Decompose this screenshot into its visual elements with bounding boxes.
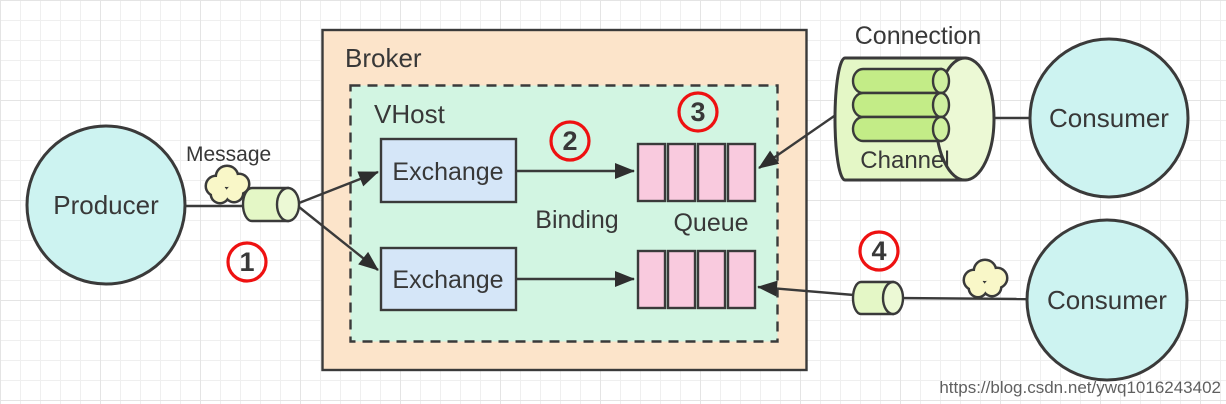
step-badge-4: 4 [858,230,900,272]
broker-label: Broker [345,43,422,73]
producer-node: Producer [25,124,187,286]
producer-label: Producer [53,190,159,220]
step-badge-1: 1 [226,241,268,283]
consumer-node-top: Consumer [1028,37,1190,199]
consumer-circle [1028,37,1190,199]
edge-message-to-exchange-bottom [298,206,379,271]
message-label: Message [186,143,271,166]
edge-connection-to-queue-top [758,111,841,169]
message-cloud-icon [204,164,251,205]
step-badge-2: 2 [549,120,591,162]
step-ring [677,91,719,133]
edge-consumer-to-packet-bottom [892,296,1028,301]
consumer-circle [1025,218,1189,382]
step-ring [858,230,900,272]
step-number: 2 [562,126,577,156]
producer-circle [25,124,187,286]
edge-packet-to-queue-bottom [757,280,867,298]
binding-label: Binding [535,206,618,234]
channel-body [851,67,943,95]
step-ring [226,241,268,283]
queue-cell [726,142,757,203]
step-badge-3: 3 [677,91,719,133]
watermark-url: https://blog.csdn.net/ywq1016243402 [939,378,1221,397]
exchange-node-bottom: Exchange [379,246,518,312]
channel-body [851,115,943,143]
packet-cap [881,280,905,316]
packet-body [851,280,895,316]
step-number: 4 [871,236,886,266]
vhost-label: VHost [374,99,446,129]
exchange-label-bottom: Exchange [392,266,503,294]
queue-cell [666,249,697,310]
queue-cell [696,142,727,203]
step-number: 1 [239,247,254,277]
exchange-node-top: Exchange [379,137,518,204]
message-packet-icon [851,280,905,316]
queue-cell [636,142,667,203]
channel-cap [931,91,951,119]
channel-label: Channel [860,147,949,174]
queue-label: Queue [673,209,748,237]
queue-cell [726,249,757,310]
consumer-label-top: Consumer [1049,103,1169,133]
step-number: 3 [690,97,705,127]
queue-node-top [636,142,757,203]
queue-cell [666,142,697,203]
queue-cell [696,249,727,310]
message-cloud-icon [962,258,1009,299]
channel-pipes-icon [851,67,951,143]
step-ring [549,120,591,162]
channel-body [851,91,943,119]
exchange-rect-top [379,137,518,204]
exchange-label-top: Exchange [392,158,503,186]
connection-label: Connection [855,22,981,50]
packet-cap [275,186,301,223]
connection-node: Channel Connection [833,22,996,182]
consumer-node-bottom: Consumer [1025,218,1189,382]
message-packet-icon [241,186,301,223]
queue-node-bottom [636,249,757,310]
channel-cap [931,67,951,95]
consumer-label-bottom: Consumer [1047,285,1167,315]
edge-message-to-exchange-top [298,170,379,205]
channel-cap [931,115,951,143]
queue-cell [636,249,667,310]
